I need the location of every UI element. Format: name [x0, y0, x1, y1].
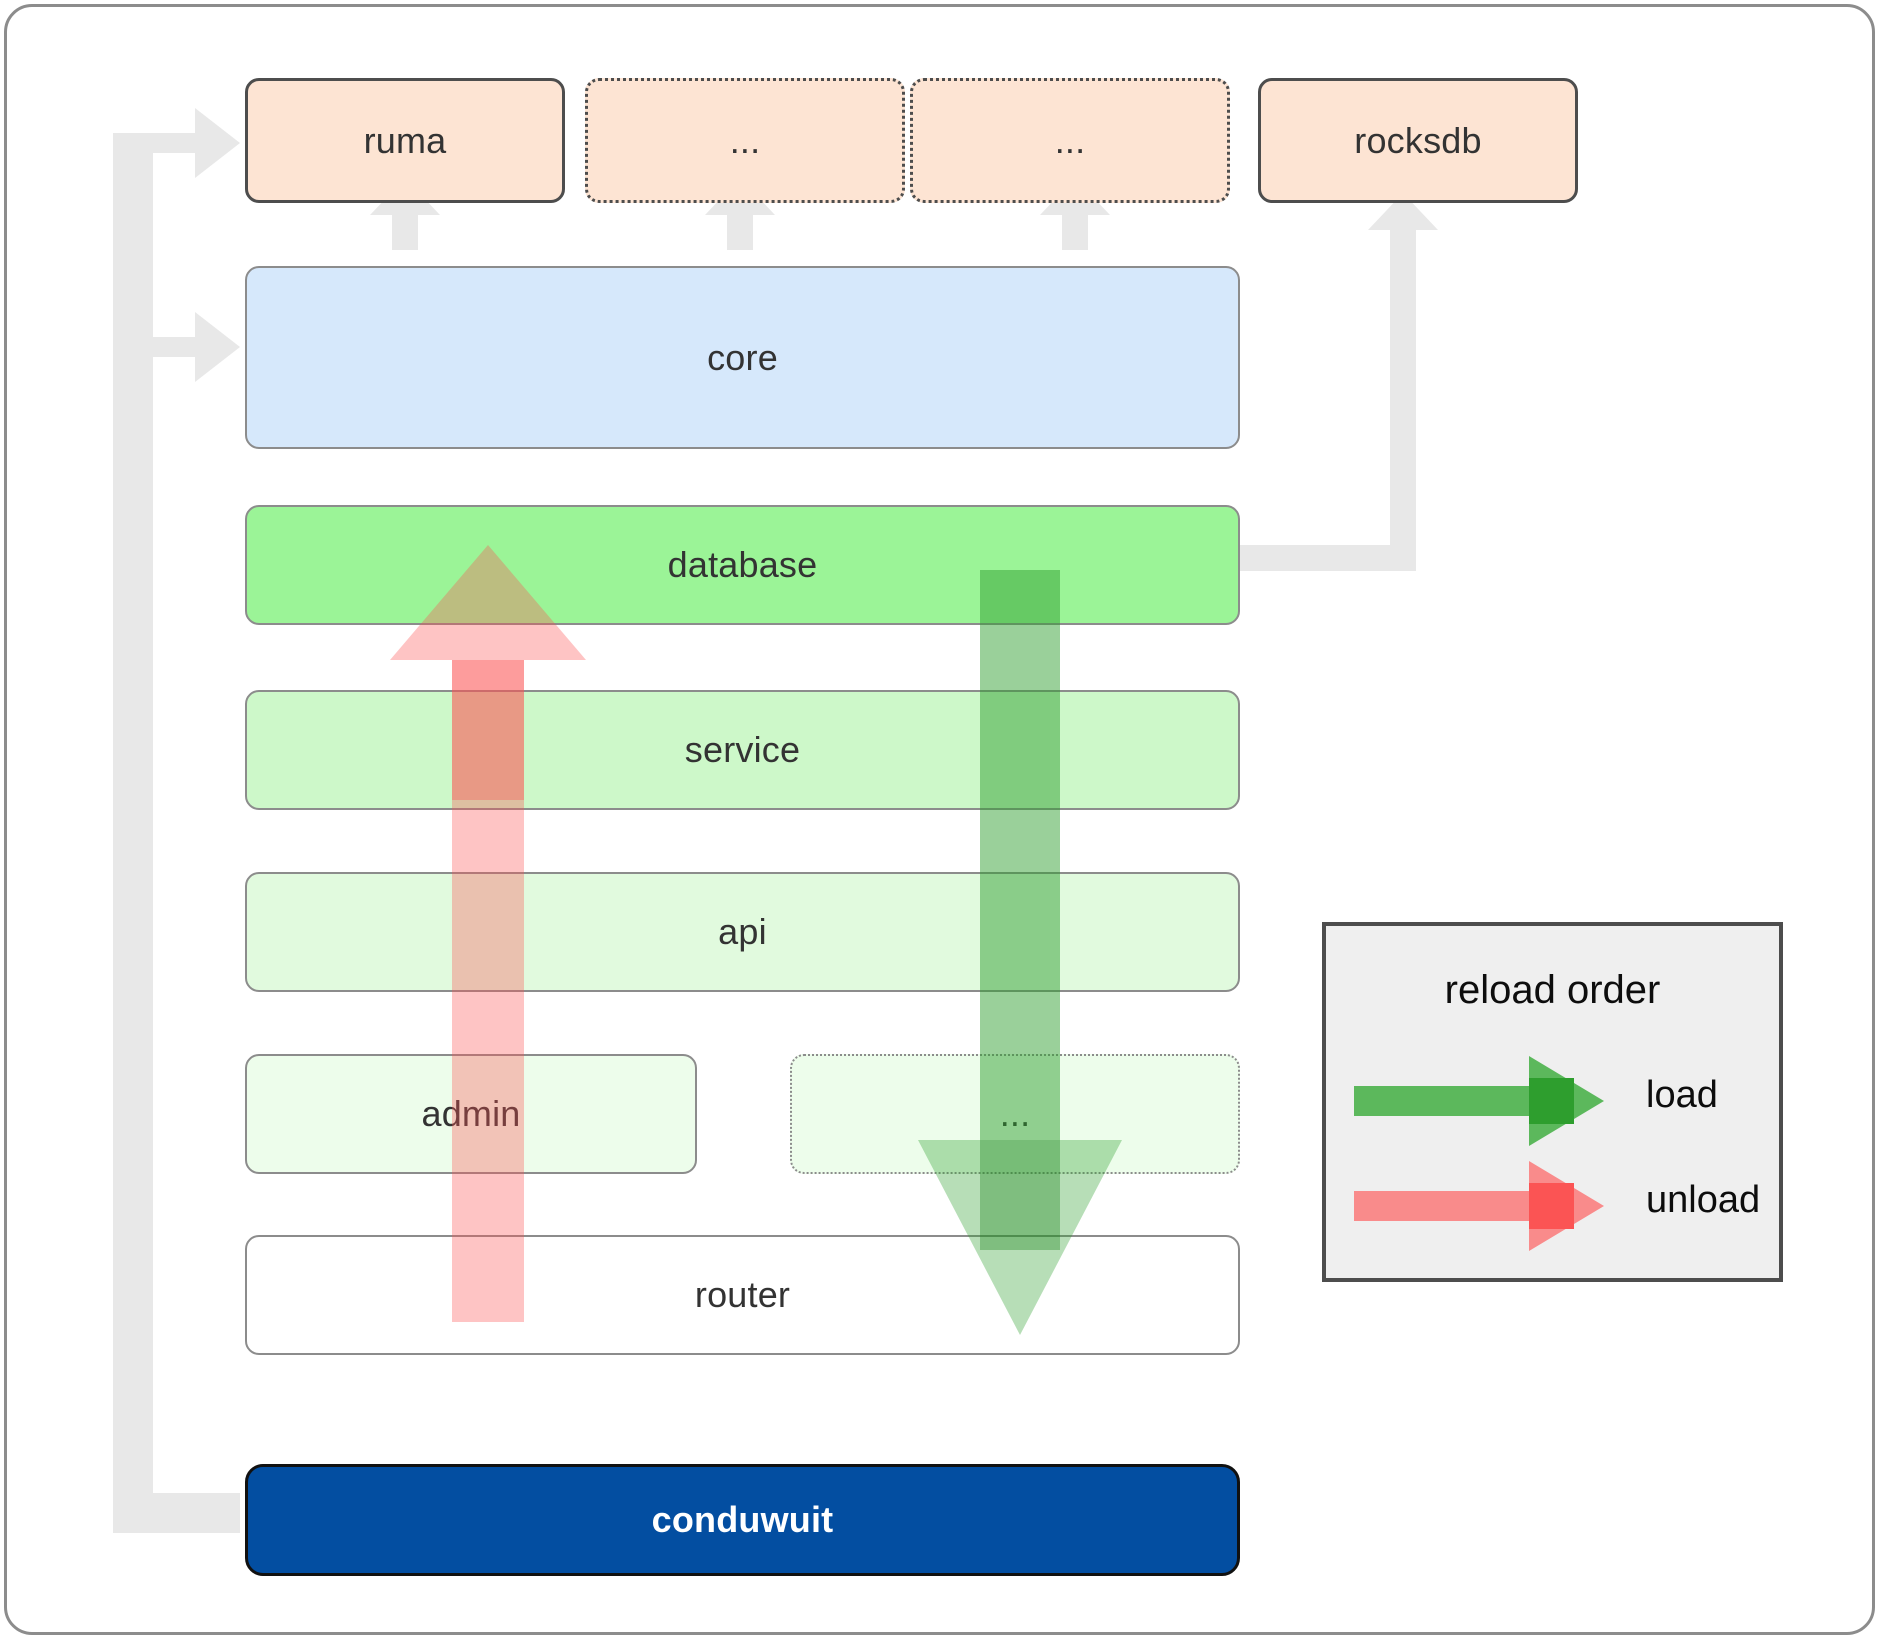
- dep-node-ruma-label: ruma: [363, 119, 447, 161]
- dep-node-ellipsis-2-label: ...: [1054, 119, 1086, 161]
- binary-node-conduwuit-label: conduwuit: [651, 1499, 834, 1540]
- layer-node-core[interactable]: core: [245, 266, 1240, 449]
- load-arrow-icon: [1354, 1056, 1604, 1146]
- layer-node-router-label: router: [694, 1274, 791, 1315]
- layer-node-router[interactable]: router: [245, 1235, 1240, 1355]
- binary-node-conduwuit[interactable]: conduwuit: [245, 1464, 1240, 1576]
- dep-node-ellipsis-1[interactable]: ...: [585, 78, 905, 203]
- layer-node-database-label: database: [667, 544, 818, 585]
- layer-node-service[interactable]: service: [245, 690, 1240, 810]
- dep-node-ellipsis-2[interactable]: ...: [910, 78, 1230, 203]
- unload-arrow-icon: [1354, 1161, 1604, 1251]
- diagram-outer-frame: [4, 4, 1875, 1635]
- layer-node-api-label: api: [718, 911, 767, 952]
- layer-node-service-label: service: [684, 729, 801, 770]
- legend-box: reload order load unload: [1322, 922, 1783, 1282]
- layer-node-database[interactable]: database: [245, 505, 1240, 625]
- layer-node-api[interactable]: api: [245, 872, 1240, 992]
- layer-node-admin[interactable]: admin: [245, 1054, 697, 1174]
- layer-node-split-ellipsis-label: ...: [999, 1093, 1031, 1134]
- dep-node-ellipsis-1-label: ...: [729, 119, 761, 161]
- layer-node-split-ellipsis[interactable]: ...: [790, 1054, 1240, 1174]
- legend-row-load: load: [1326, 1056, 1779, 1146]
- legend-label-load: load: [1646, 1074, 1718, 1116]
- dep-node-ruma[interactable]: ruma: [245, 78, 565, 203]
- legend-label-unload: unload: [1646, 1179, 1761, 1221]
- dep-node-rocksdb-label: rocksdb: [1354, 119, 1482, 161]
- legend-row-unload: unload: [1326, 1161, 1779, 1251]
- legend-title: reload order: [1444, 968, 1661, 1012]
- layer-node-core-label: core: [707, 336, 778, 378]
- dep-node-rocksdb[interactable]: rocksdb: [1258, 78, 1578, 203]
- layer-node-admin-label: admin: [421, 1093, 521, 1134]
